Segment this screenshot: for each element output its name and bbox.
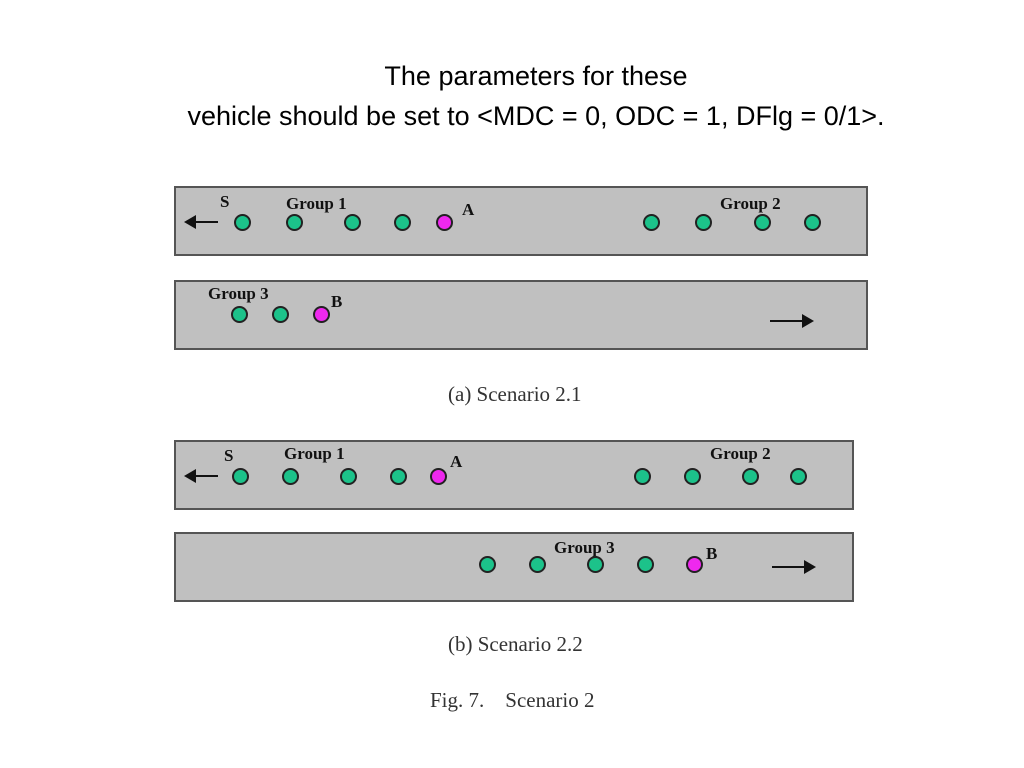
slide-title-line-2: vehicle should be set to <MDC = 0, ODC =… xyxy=(187,101,885,131)
vehicle-dot xyxy=(394,214,411,231)
vehicle-dot xyxy=(231,306,248,323)
label-s: S xyxy=(224,446,234,465)
label-a: A xyxy=(462,200,475,219)
vehicle-dot xyxy=(634,468,651,485)
arrow-right-icon xyxy=(772,560,816,574)
slide-title-line-1: The parameters for these xyxy=(384,61,688,91)
caption-scenario-b: (b) Scenario 2.2 xyxy=(448,632,583,656)
vehicle-a-dot xyxy=(430,468,447,485)
lane-a-lower: Group 3 B xyxy=(174,280,868,350)
vehicle-dot xyxy=(637,556,654,573)
vehicle-dot xyxy=(754,214,771,231)
vehicle-dot xyxy=(587,556,604,573)
label-group-3: Group 3 xyxy=(554,538,615,557)
vehicle-dot xyxy=(479,556,496,573)
vehicle-dot xyxy=(804,214,821,231)
figure-caption: Fig. 7. Scenario 2 xyxy=(430,688,595,712)
label-b: B xyxy=(331,292,343,311)
arrow-left-icon xyxy=(184,469,218,483)
label-b: B xyxy=(706,544,718,563)
vehicle-dot xyxy=(272,306,289,323)
label-group-2: Group 2 xyxy=(720,194,781,213)
vehicle-dot xyxy=(286,214,303,231)
label-group-1: Group 1 xyxy=(286,194,347,213)
label-s: S xyxy=(220,192,230,211)
vehicle-dot xyxy=(232,468,249,485)
vehicle-b-dot xyxy=(686,556,703,573)
vehicle-dot xyxy=(643,214,660,231)
vehicle-dot xyxy=(340,468,357,485)
vehicle-dot xyxy=(684,468,701,485)
caption-scenario-a: (a) Scenario 2.1 xyxy=(448,382,582,406)
lane-b-upper: S Group 1 A Group 2 xyxy=(174,440,854,510)
vehicle-dot xyxy=(695,214,712,231)
vehicle-dot xyxy=(529,556,546,573)
vehicle-dot xyxy=(282,468,299,485)
lane-b-lower: Group 3 B xyxy=(174,532,854,602)
vehicle-dot xyxy=(234,214,251,231)
label-group-2: Group 2 xyxy=(710,444,771,463)
vehicle-dot xyxy=(742,468,759,485)
vehicle-a-dot xyxy=(436,214,453,231)
vehicle-dot xyxy=(390,468,407,485)
lane-a-upper: S Group 1 A Group 2 xyxy=(174,186,868,256)
arrow-right-icon xyxy=(770,314,814,328)
vehicle-dot xyxy=(344,214,361,231)
vehicle-dot xyxy=(790,468,807,485)
vehicle-b-dot xyxy=(313,306,330,323)
label-a: A xyxy=(450,452,463,471)
label-group-3: Group 3 xyxy=(208,284,269,303)
arrow-left-icon xyxy=(184,215,218,229)
label-group-1: Group 1 xyxy=(284,444,345,463)
